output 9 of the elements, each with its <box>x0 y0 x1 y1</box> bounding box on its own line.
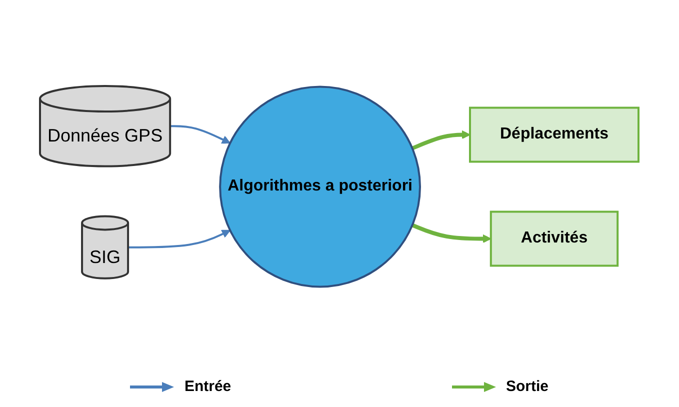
legend-label: Sortie <box>506 378 549 395</box>
arrow <box>170 124 231 144</box>
node-box: Activités <box>490 210 619 266</box>
legend-label: Entrée <box>184 378 232 395</box>
node-circle: Algorithmes a posteriori <box>219 85 422 288</box>
arrow <box>412 222 492 243</box>
arrow <box>412 130 471 150</box>
arrow <box>128 230 231 248</box>
node-box: Déplacements <box>469 106 640 162</box>
